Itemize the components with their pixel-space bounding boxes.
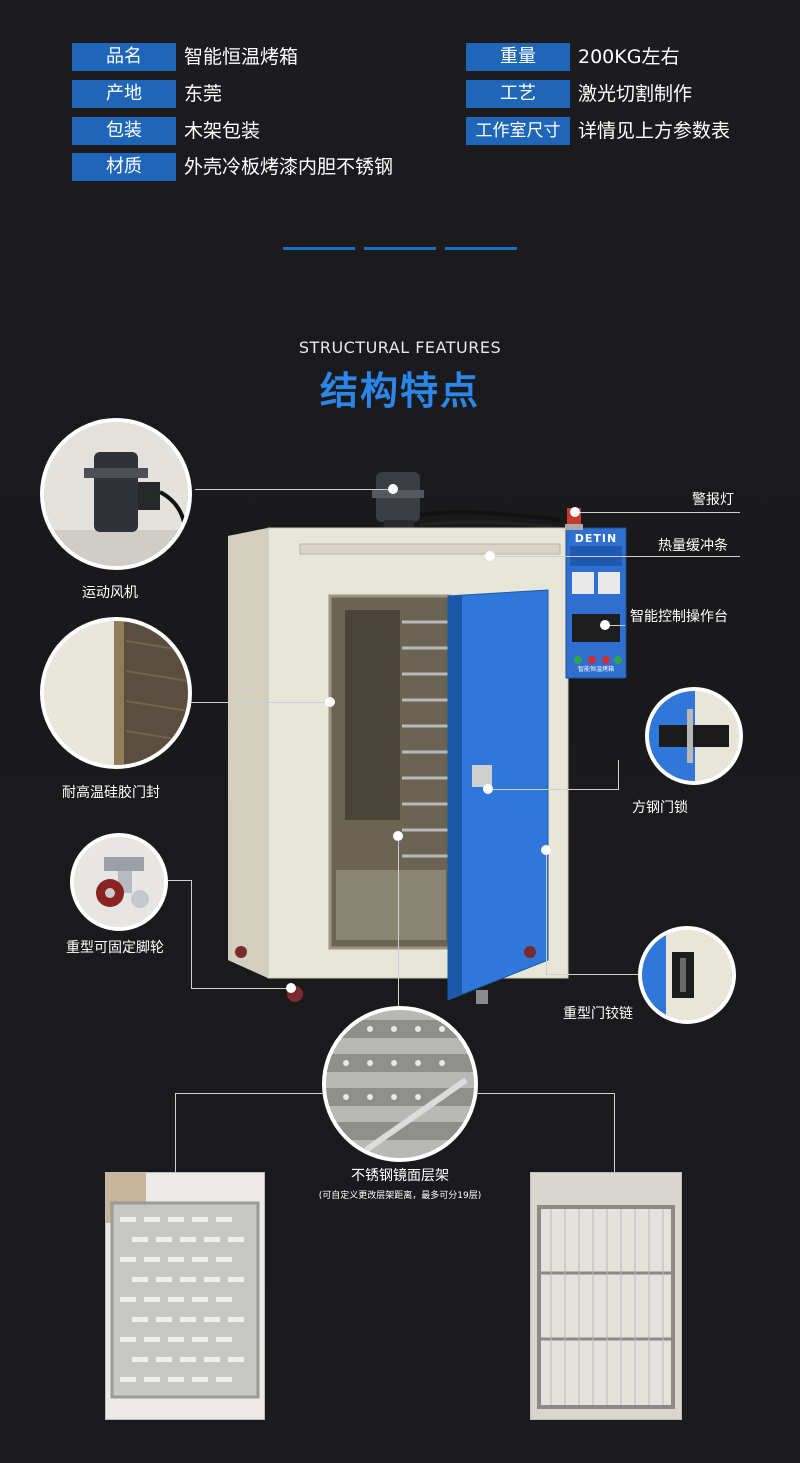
spec-value-chamber-size: 详情见上方参数表 [578,120,731,142]
callout-dot-fan [388,484,398,494]
spec-value-process: 激光切割制作 [578,83,693,105]
alarm-caption: 警报灯 [692,492,734,508]
buffer-caption: 热量缓冲条 [658,538,728,554]
callout-line-buffer [490,556,740,557]
lock-detail-image [645,687,743,785]
callout-line-alarm [575,512,740,513]
hinge-caption: 重型门铰链 [563,1006,633,1022]
callout-line-fan [195,489,395,490]
spec-label-packaging: 包装 [72,117,176,145]
callout-dot-caster [286,983,296,993]
callout-dot-alarm [570,507,580,517]
section-title-en: STRUCTURAL FEATURES [298,338,502,357]
callout-line-control [605,625,625,626]
lock-caption: 方钢门锁 [632,800,688,816]
callout-line-hinge-v [546,850,547,974]
spec-value-origin: 东莞 [184,83,223,105]
mesh-shelf-photo [530,1172,682,1420]
callout-dot-control [600,620,610,630]
shelf-detail-image [322,1006,478,1162]
callout-dot-hinge [541,845,551,855]
fan-detail-image [40,418,192,570]
callout-line-lock-h [488,789,618,790]
callout-line-hinge-h [546,974,638,975]
divider-1 [283,247,355,250]
callout-line-seal [190,702,330,703]
caster-caption: 重型可固定脚轮 [66,940,164,956]
callout-dot-seal [325,697,335,707]
callout-line-caster-h [191,988,291,989]
callout-line-caster-v [191,880,192,988]
callout-dot-lock [483,784,493,794]
control-caption: 智能控制操作台 [630,609,728,625]
spec-label-origin: 产地 [72,80,176,108]
spec-value-packaging: 木架包装 [184,120,261,142]
brand-label: DETIN [574,532,618,545]
panel-caption: 智能恒温烤箱 [577,666,614,673]
spec-label-weight: 重量 [466,43,570,71]
bracket-line-left [175,1093,176,1173]
spec-label-material: 材质 [72,153,176,181]
callout-line-caster-t [168,880,192,881]
spec-label-name: 品名 [72,43,176,71]
divider-3 [445,247,517,250]
seal-caption: 耐高温硅胶门封 [62,785,160,801]
spec-value-weight: 200KG左右 [578,46,680,68]
fan-caption: 运动风机 [82,585,138,601]
section-title-cn: 结构特点 [319,369,480,413]
shelf-caption: 不锈钢镜面层架 [351,1168,449,1184]
spec-label-process: 工艺 [466,80,570,108]
perforated-shelf-photo [105,1172,265,1420]
spec-value-name: 智能恒温烤箱 [184,46,299,68]
callout-dot-buffer [485,551,495,561]
spec-label-chamber-size: 工作室尺寸 [466,117,570,145]
callout-dot-shelf [393,831,403,841]
bracket-line-right [614,1093,615,1173]
bracket-line-top-right [475,1093,615,1094]
divider-2 [364,247,436,250]
spec-value-material: 外壳冷板烤漆内胆不锈钢 [184,156,394,178]
caster-detail-image [70,833,168,931]
callout-line-lock-v [618,760,619,790]
hinge-detail-image [638,926,736,1024]
callout-line-shelf-v [398,836,399,1008]
shelf-note: (可自定义更改层架距离，最多可分19层) [318,1191,482,1201]
bracket-line-top [175,1093,325,1094]
seal-detail-image [40,617,192,769]
